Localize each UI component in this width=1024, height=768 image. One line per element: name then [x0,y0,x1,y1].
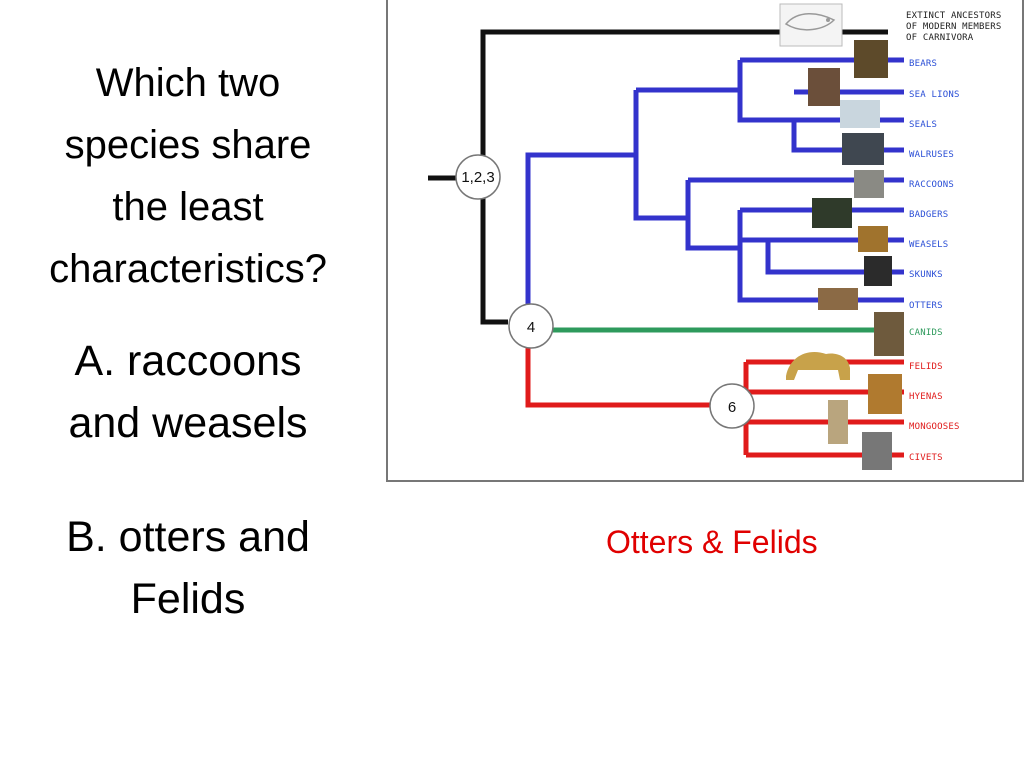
phylogenetic-tree-figure: 1,2,3 4 6 EXTINCT ANCESTORS OF MODERN ME… [386,0,1024,482]
taxon-label-canids: CANIDS [909,328,943,338]
taxon-label-weasels: WEASELS [909,240,948,250]
ancestor-drawing [779,3,843,47]
taxon-label-civets: CIVETS [909,453,943,463]
taxon-label-raccoons: RACCOONS [909,180,954,190]
taxon-label-otters: OTTERS [909,301,943,311]
internal-nodes: 1,2,3 4 6 [455,154,755,429]
taxon-label-badgers: BADGERS [909,210,948,220]
taxon-label-bears: BEARS [909,59,937,69]
phylogenetic-tree: 1,2,3 4 6 EXTINCT ANCESTORS OF MODERN ME… [428,3,1002,470]
taxon-label-skunks: SKUNKS [909,270,943,280]
taxon-labels: BEARS SEA LIONS SEALS WALRUSES RACCOONS BADGE… [909,59,960,463]
ancestor-label-line-1: EXTINCT ANCESTORS [906,11,1002,21]
taxon-label-walruses: WALRUSES [909,150,954,160]
node-label-1-2-3: 1,2,3 [461,169,494,186]
ancestor-label: EXTINCT ANCESTORS OF MODERN MEMBERS OF C… [906,11,1002,43]
node-1-2-3: 1,2,3 [455,154,501,200]
taxon-label-hyenas: HYENAS [909,392,943,402]
node-6: 6 [709,383,755,429]
node-label-6: 6 [728,399,736,416]
node-4: 4 [508,303,554,349]
answer-note: Otters & Felids [606,524,818,560]
ancestor-label-line-3: OF CARNIVORA [906,33,974,43]
ancestor-branches [428,29,888,325]
taxon-label-seals: SEALS [909,120,937,130]
animal-thumbnails [786,40,904,470]
taxon-label-felids: FELIDS [909,362,943,372]
node-label-4: 4 [527,319,535,336]
ancestor-label-line-2: OF MODERN MEMBERS [906,22,1002,32]
taxon-label-mongooses: MONGOOSES [909,422,960,432]
blue-clade-branches [525,57,904,322]
taxon-label-sea-lions: SEA LIONS [909,90,960,100]
